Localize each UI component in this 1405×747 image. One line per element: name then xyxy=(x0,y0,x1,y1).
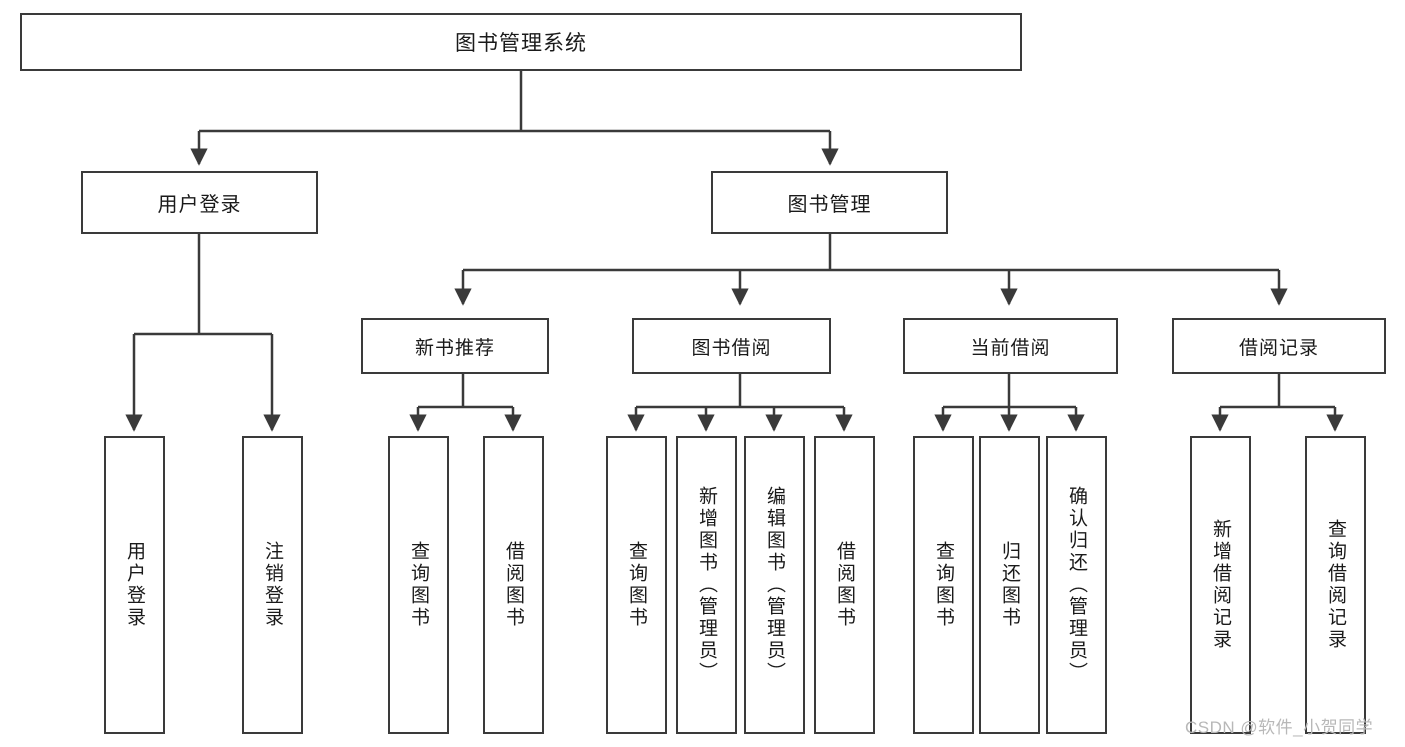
node-root-label: 图书管理系统 xyxy=(455,32,587,55)
node-user-login[interactable]: 用户登录 xyxy=(81,171,318,234)
node-borrow-record-label: 借阅记录 xyxy=(1238,337,1319,359)
node-book-management[interactable]: 图书管理 xyxy=(711,171,948,234)
leaf-label: 查询图书 xyxy=(408,541,429,629)
leaf-label: 查询借阅记录 xyxy=(1325,519,1346,651)
leaf-book-borrow-query-book[interactable]: 查询图书 xyxy=(606,436,667,734)
leaf-book-borrow-add-book-admin[interactable]: 新增图书（管理员） xyxy=(676,436,737,734)
leaf-user-login-logout[interactable]: 注销登录 xyxy=(242,436,303,734)
leaf-borrow-record-query-record[interactable]: 查询借阅记录 xyxy=(1305,436,1366,734)
leaf-book-borrow-edit-book-admin[interactable]: 编辑图书（管理员） xyxy=(744,436,805,734)
leaf-label: 注销登录 xyxy=(262,541,283,629)
leaf-current-borrow-query-book[interactable]: 查询图书 xyxy=(913,436,974,734)
leaf-label: 归还图书 xyxy=(999,541,1020,629)
leaf-label: 查询图书 xyxy=(933,541,954,629)
leaf-current-borrow-confirm-return-admin[interactable]: 确认归还（管理员） xyxy=(1046,436,1107,734)
leaf-label: 借阅图书 xyxy=(834,541,855,629)
node-new-book-recommend-label: 新书推荐 xyxy=(414,337,495,359)
leaf-user-login-login[interactable]: 用户登录 xyxy=(104,436,165,734)
leaf-label: 新增图书（管理员） xyxy=(696,486,717,684)
node-borrow-record[interactable]: 借阅记录 xyxy=(1172,318,1386,374)
leaf-new-book-borrow-book[interactable]: 借阅图书 xyxy=(483,436,544,734)
node-book-management-label: 图书管理 xyxy=(787,194,872,216)
leaf-label: 新增借阅记录 xyxy=(1210,519,1231,651)
leaf-book-borrow-borrow-book[interactable]: 借阅图书 xyxy=(814,436,875,734)
node-root-book-management-system[interactable]: 图书管理系统 xyxy=(20,13,1022,71)
leaf-current-borrow-return-book[interactable]: 归还图书 xyxy=(979,436,1040,734)
leaf-label: 编辑图书（管理员） xyxy=(764,486,785,684)
leaf-borrow-record-add-record[interactable]: 新增借阅记录 xyxy=(1190,436,1251,734)
node-book-borrow[interactable]: 图书借阅 xyxy=(632,318,831,374)
leaf-label: 确认归还（管理员） xyxy=(1066,486,1087,684)
node-user-login-label: 用户登录 xyxy=(157,194,242,216)
leaf-label: 用户登录 xyxy=(124,541,145,629)
node-current-borrow-label: 当前借阅 xyxy=(970,337,1051,359)
leaf-label: 借阅图书 xyxy=(503,541,524,629)
node-book-borrow-label: 图书借阅 xyxy=(691,337,772,359)
node-new-book-recommend[interactable]: 新书推荐 xyxy=(361,318,549,374)
node-current-borrow[interactable]: 当前借阅 xyxy=(903,318,1118,374)
csdn-watermark: CSDN @软件_小贺同学 xyxy=(1185,718,1374,737)
leaf-label: 查询图书 xyxy=(626,541,647,629)
leaf-new-book-query-book[interactable]: 查询图书 xyxy=(388,436,449,734)
